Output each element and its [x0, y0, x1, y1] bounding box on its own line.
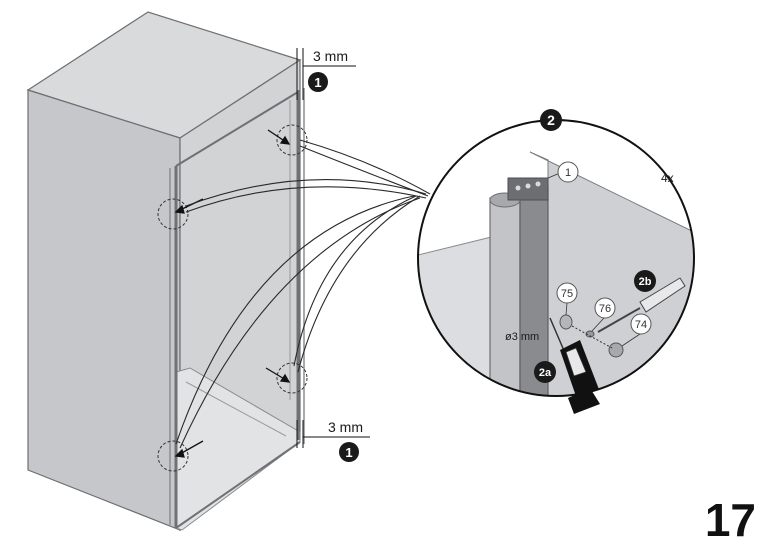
step-badge-2 [540, 109, 562, 131]
step-badge-2b [634, 270, 656, 292]
cap-part [559, 314, 573, 330]
step-badge-1-top-label: 1 [314, 75, 321, 90]
hole-diameter-label: ø3 mm [505, 331, 539, 343]
drill-handle [568, 388, 600, 414]
part-callout-74 [630, 313, 652, 335]
detail-circle-bottom-right [276, 362, 308, 394]
part-callout-76-label: 76 [599, 303, 611, 315]
door-profile [489, 197, 521, 396]
detail-circle-top-right [276, 124, 308, 156]
part-callout-76 [594, 297, 616, 319]
detail-circle-top-left [157, 198, 189, 230]
part-callout-1-label: 1 [565, 167, 571, 179]
page-number: 17 [705, 494, 756, 546]
detail-circle-bottom-left [157, 440, 189, 472]
step-badge-2a-label: 2a [539, 367, 552, 379]
step-badge-2b-label: 2b [639, 276, 652, 288]
gap-marker-top [296, 48, 356, 100]
part-callout-75-label: 75 [561, 288, 573, 300]
part-callout-75 [556, 282, 578, 304]
step-badge-1-top [308, 72, 328, 92]
leader-lines [175, 139, 431, 449]
screw-head-part [608, 342, 624, 358]
step-badge-2-label: 2 [547, 112, 555, 128]
part-callout-1 [557, 161, 579, 183]
drill [549, 317, 600, 396]
detail-view: 2 4x 1 75 76 74 2b 2a ø3 mm [417, 109, 695, 414]
step-badge-1-bottom [339, 442, 359, 462]
enclosure-side-wall [27, 89, 181, 531]
step-badge-2a [534, 361, 556, 383]
part-callout-74-label: 74 [635, 319, 647, 331]
arrow-markers [174, 129, 291, 458]
step-badge-1-bottom-label: 1 [345, 445, 352, 460]
gap-label-top: 3 mm [313, 48, 348, 64]
shower-enclosure: 3 mm 3 mm 1 1 [26, 11, 431, 532]
gap-label-bottom: 3 mm [328, 419, 363, 435]
quantity-label: 4x [661, 171, 674, 185]
gap-marker-bottom [296, 420, 370, 448]
screwdriver [597, 277, 686, 333]
